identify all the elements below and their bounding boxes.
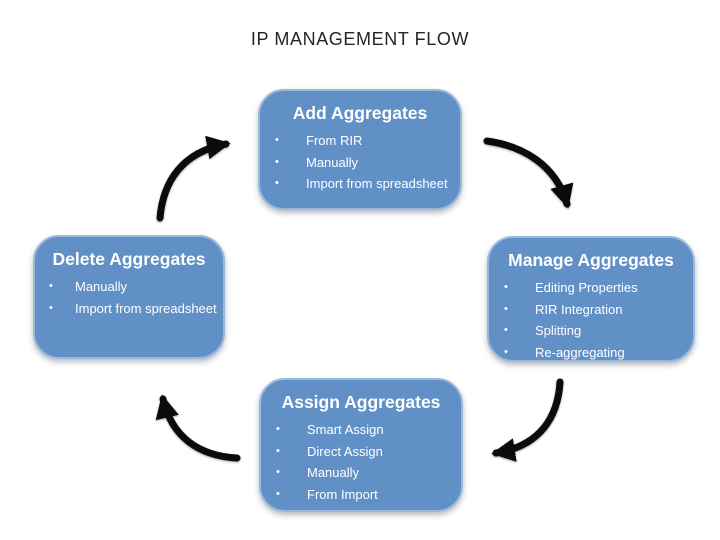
node-manage-item-list: • Editing Properties • RIR Integration • Sp…: [489, 277, 693, 363]
list-item: • Smart Assign: [261, 419, 461, 441]
list-item: • From Import: [261, 484, 461, 506]
item-text: Editing Properties: [535, 280, 638, 295]
node-add-aggregates: Add Aggregates • From RIR • Manually • Impo…: [258, 89, 462, 210]
bullet-icon: •: [275, 134, 279, 146]
list-item: • Import from spreadsheet: [260, 173, 460, 195]
bullet-icon: •: [504, 281, 508, 293]
item-text: From Import: [307, 486, 378, 502]
node-assign-title: Assign Aggregates: [281, 392, 441, 412]
item-text: Re-aggregating: [535, 344, 625, 360]
item-text: Splitting: [535, 323, 582, 338]
list-item: • Editing Properties: [489, 277, 693, 299]
arrow-assign-to-delete: [155, 394, 241, 462]
node-add-title: Add Aggregates: [292, 103, 428, 123]
item-text: Import from spreadsheet: [306, 176, 448, 191]
item-text: Manually: [306, 154, 359, 170]
item-text: RIR Integration: [535, 301, 623, 317]
arrow-add-to-manage: [483, 137, 574, 209]
bullet-icon: •: [275, 177, 279, 189]
node-manage-title: Manage Aggregates: [508, 250, 674, 270]
list-item: • Manually: [260, 152, 460, 174]
arrow-delete-to-add: [156, 135, 231, 222]
bullet-icon: •: [276, 444, 280, 457]
bullet-icon: •: [49, 301, 53, 314]
page-title: IP MANAGEMENT FLOW: [250, 29, 470, 49]
node-assign-item-list: • Smart Assign • Direct Assign • Manually •…: [261, 419, 461, 505]
item-text: Import from spreadsheet: [75, 300, 217, 316]
node-delete-title: Delete Aggregates: [52, 249, 206, 269]
list-item: • Splitting: [489, 320, 693, 342]
node-assign-aggregates: Assign Aggregates • Smart Assign • Direct …: [259, 378, 463, 512]
item-text: Direct Assign: [307, 443, 383, 459]
bullet-icon: •: [49, 280, 53, 292]
bullet-icon: •: [504, 302, 508, 315]
bullet-icon: •: [276, 487, 280, 500]
bullet-icon: •: [276, 423, 280, 435]
list-item: • From RIR: [260, 130, 460, 152]
item-text: Smart Assign: [307, 422, 384, 437]
item-text: Manually: [307, 465, 360, 480]
list-item: • Re-aggregating: [489, 342, 693, 364]
bullet-icon: •: [504, 345, 508, 358]
bullet-icon: •: [504, 324, 508, 336]
node-delete-aggregates: Delete Aggregates • Manually • Import from…: [33, 235, 225, 359]
arrow-manage-to-assign: [491, 378, 564, 462]
list-item: • Direct Assign: [261, 441, 461, 463]
node-add-item-list: • From RIR • Manually • Import from spreads…: [260, 130, 460, 195]
item-text: Manually: [75, 279, 128, 294]
bullet-icon: •: [275, 155, 279, 168]
list-item: • RIR Integration: [489, 299, 693, 321]
bullet-icon: •: [276, 466, 280, 478]
item-text: From RIR: [306, 133, 363, 148]
list-item: • Import from spreadsheet: [35, 298, 223, 320]
list-item: • Manually: [35, 276, 223, 298]
node-delete-item-list: • Manually • Import from spreadsheet: [35, 276, 223, 319]
node-manage-aggregates: Manage Aggregates • Editing Properties • R…: [487, 236, 695, 362]
list-item: • Manually: [261, 462, 461, 484]
